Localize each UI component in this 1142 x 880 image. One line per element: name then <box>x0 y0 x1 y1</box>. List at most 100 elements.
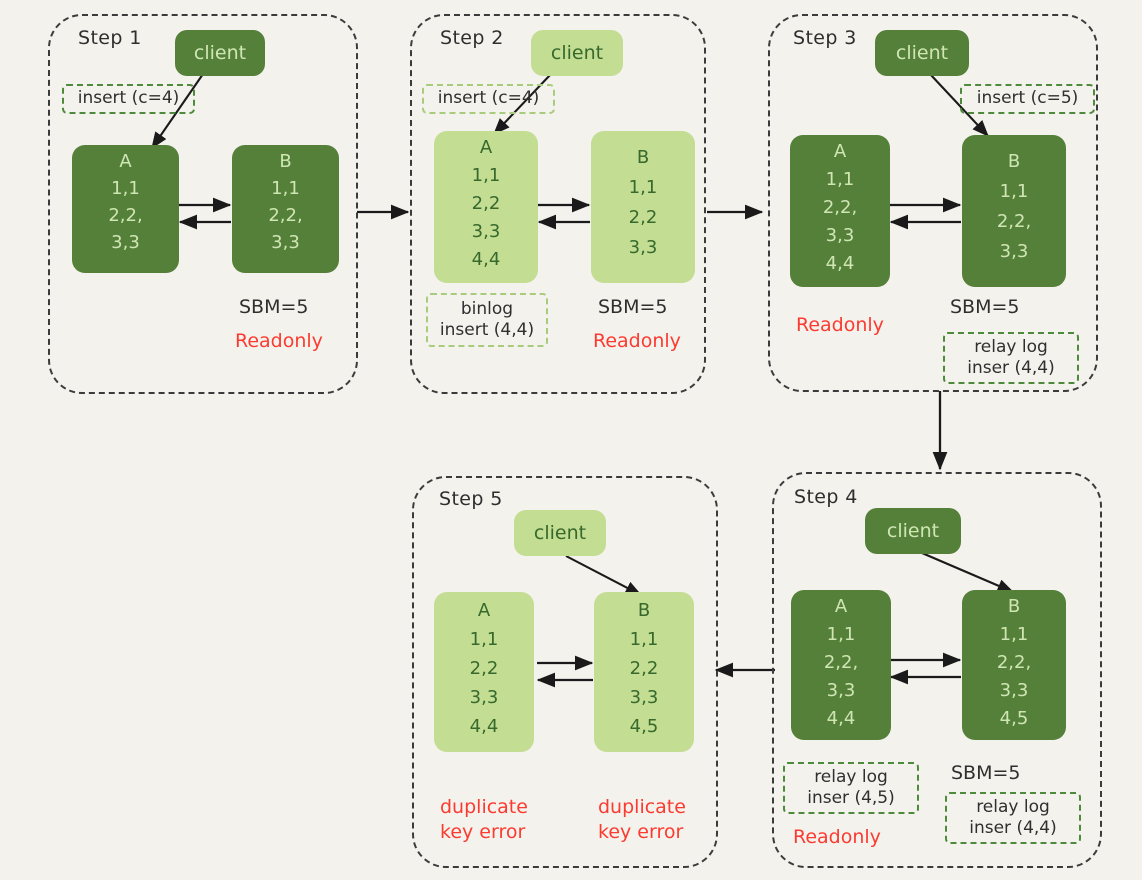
node-row: 1,1 <box>826 624 856 645</box>
db-node-b-step5[interactable]: B 1,1 2,2 3,3 4,5 <box>594 592 694 752</box>
step-title-step3: Step 3 <box>793 27 857 49</box>
node-row: 3,3 <box>469 687 499 708</box>
node-row: 2,2 <box>629 658 659 679</box>
duplicate-key-error-a-step5: duplicate key error <box>440 795 528 844</box>
node-row: 1,1 <box>825 169 855 190</box>
db-node-b-step1[interactable]: B 1,1 2,2, 3,3 <box>232 145 339 273</box>
step-container-step1[interactable] <box>48 14 358 394</box>
error-line-2: key error <box>598 820 684 843</box>
db-node-b-step3[interactable]: B 1,1 2,2, 3,3 <box>962 135 1066 287</box>
node-row: 1,1 <box>999 624 1029 645</box>
node-row: 1,1 <box>469 629 499 650</box>
node-row: 2,2, <box>823 652 859 673</box>
node-row: 2,2 <box>469 658 499 679</box>
node-row: 4,5 <box>999 708 1029 729</box>
node-row: 2,2 <box>471 193 501 214</box>
relay-log-title: relay log <box>976 796 1050 817</box>
db-node-a-step5[interactable]: A 1,1 2,2 3,3 4,4 <box>434 592 534 752</box>
db-node-a-step1[interactable]: A 1,1 2,2, 3,3 <box>72 145 179 273</box>
node-row: 3,3 <box>629 687 659 708</box>
binlog-tag-step2: binlog insert (4,4) <box>426 293 548 347</box>
duplicate-key-error-b-step5: duplicate key error <box>598 795 686 844</box>
node-row: 3,3 <box>999 241 1029 262</box>
node-row: 4,4 <box>469 716 499 737</box>
readonly-text: Readonly <box>235 330 323 352</box>
db-node-b-step2[interactable]: B 1,1 2,2 3,3 <box>591 131 695 283</box>
relay-log-entry: inser (4,5) <box>807 788 895 808</box>
node-row: 4,4 <box>825 253 855 274</box>
node-row: 2,2, <box>996 652 1032 673</box>
node-row: 1,1 <box>471 165 501 186</box>
db-node-a-step3[interactable]: A 1,1 2,2, 3,3 4,4 <box>790 135 890 287</box>
node-label: A <box>479 137 493 158</box>
relay-log-entry: inser (4,4) <box>969 818 1057 838</box>
readonly-text: Readonly <box>793 826 881 848</box>
node-row: 4,5 <box>629 716 659 737</box>
node-label: A <box>119 151 132 172</box>
step-title-step4: Step 4 <box>794 486 858 508</box>
node-row: 2,2 <box>628 207 658 228</box>
db-node-a-step2[interactable]: A 1,1 2,2 3,3 4,4 <box>434 131 538 283</box>
client-label: client <box>533 521 587 544</box>
client-node-step1[interactable]: client <box>175 30 265 76</box>
node-label: A <box>834 596 848 617</box>
error-line-2: key error <box>440 820 526 843</box>
client-label: client <box>550 41 604 64</box>
node-label: A <box>477 600 491 621</box>
node-row: 1,1 <box>111 178 140 199</box>
readonly-text: Readonly <box>593 330 681 352</box>
node-row: 2,2, <box>996 211 1032 232</box>
db-node-a-step4[interactable]: A 1,1 2,2, 3,3 4,4 <box>791 590 891 740</box>
node-label: B <box>637 600 651 621</box>
node-row: 2,2, <box>268 205 303 226</box>
error-line-1: duplicate <box>598 796 686 818</box>
sbm-label-step2: SBM=5 <box>598 296 668 318</box>
node-row: 3,3 <box>999 680 1029 701</box>
client-node-step4[interactable]: client <box>865 508 961 554</box>
readonly-text: Readonly <box>796 314 884 336</box>
client-node-step5[interactable]: client <box>514 510 606 556</box>
client-node-step2[interactable]: client <box>531 30 623 76</box>
node-row: 3,3 <box>825 225 855 246</box>
step-container-step4[interactable] <box>772 472 1102 868</box>
node-row: 3,3 <box>271 232 300 253</box>
step-title-step1: Step 1 <box>78 27 142 49</box>
request-tag-text: insert (c=5) <box>976 88 1079 109</box>
node-row: 2,2, <box>108 205 143 226</box>
node-row: 1,1 <box>628 177 658 198</box>
node-row: 3,3 <box>111 232 140 253</box>
step-container-step2[interactable] <box>410 14 706 394</box>
request-tag-step3: insert (c=5) <box>960 84 1095 114</box>
node-row: 3,3 <box>628 237 658 258</box>
sbm-label-step3: SBM=5 <box>950 296 1020 318</box>
node-row: 3,3 <box>826 680 856 701</box>
node-row: 1,1 <box>271 178 300 199</box>
readonly-label-step4: Readonly <box>793 825 881 850</box>
node-row: 4,4 <box>826 708 856 729</box>
step-title-step2: Step 2 <box>440 27 504 49</box>
step-container-step5[interactable] <box>412 476 718 868</box>
node-label: B <box>279 151 292 172</box>
step-container-step3[interactable] <box>768 14 1098 392</box>
client-label: client <box>886 519 940 542</box>
relay-log-title: relay log <box>974 336 1048 357</box>
request-tag-step2: insert (c=4) <box>422 84 555 114</box>
request-tag-text: insert (c=4) <box>437 88 540 109</box>
client-node-step3[interactable]: client <box>875 30 969 76</box>
client-label: client <box>895 41 949 64</box>
step-title-step5: Step 5 <box>439 488 503 510</box>
relay-log-entry: inser (4,4) <box>967 358 1055 378</box>
node-row: 2,2, <box>822 197 858 218</box>
readonly-label-step2: Readonly <box>593 329 681 354</box>
node-row: 1,1 <box>999 181 1029 202</box>
readonly-label-step1: Readonly <box>235 329 323 354</box>
relay-log-tag-step3: relay log inser (4,4) <box>943 332 1079 384</box>
node-row: 3,3 <box>471 221 501 242</box>
error-line-1: duplicate <box>440 796 528 818</box>
db-node-b-step4[interactable]: B 1,1 2,2, 3,3 4,5 <box>962 590 1066 740</box>
binlog-title: binlog <box>460 298 514 319</box>
node-row: 1,1 <box>629 629 659 650</box>
relay-log-tag-a-step4: relay log inser (4,5) <box>783 762 919 814</box>
client-label: client <box>193 41 247 64</box>
node-row: 4,4 <box>471 249 501 270</box>
